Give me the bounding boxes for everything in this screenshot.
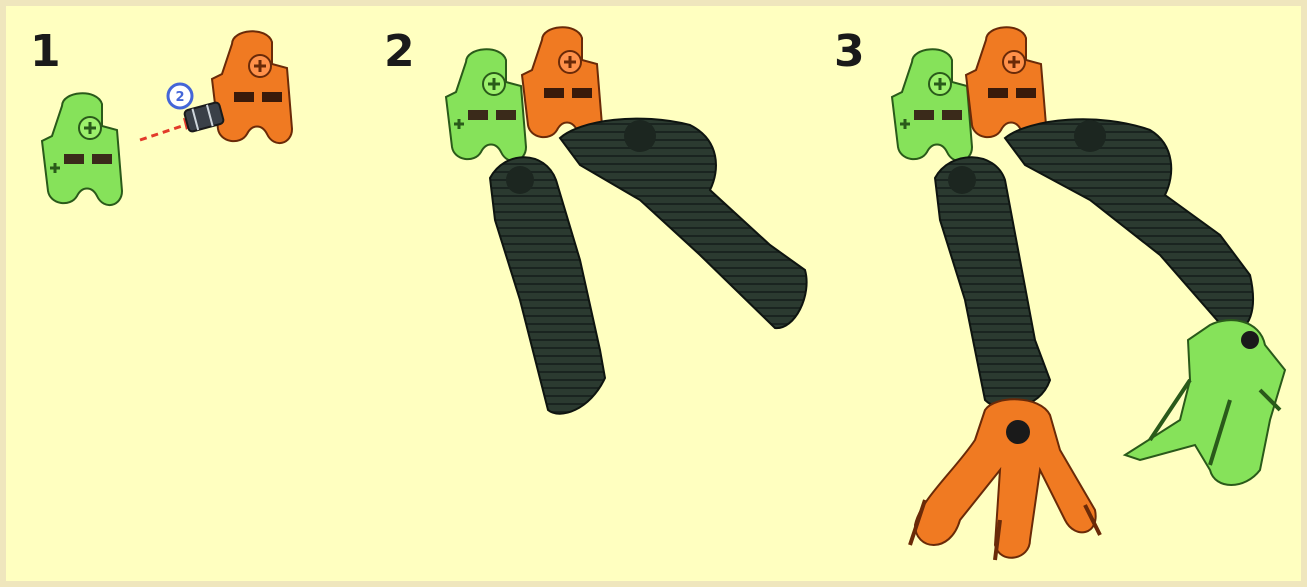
orange-connector-part	[966, 27, 1046, 139]
dark-arm-part	[1005, 119, 1253, 335]
step-1-illustration: 2	[42, 31, 292, 205]
quantity-callout: 2	[168, 84, 192, 108]
callout-quantity-label: 2	[175, 90, 184, 105]
orange-connector-part	[522, 27, 602, 139]
orange-claw-part	[910, 399, 1100, 560]
dark-leg-part	[935, 157, 1050, 408]
green-claw-part	[1125, 320, 1285, 485]
step-3-illustration	[892, 27, 1285, 560]
dark-leg-part	[490, 157, 605, 413]
dark-arm-part	[560, 119, 807, 328]
green-connector-part	[446, 49, 526, 161]
orange-connector-part	[212, 31, 292, 143]
green-connector-part	[42, 93, 122, 205]
green-connector-part	[892, 49, 972, 161]
assembly-arrow	[140, 124, 188, 140]
step-2-illustration	[446, 27, 807, 413]
